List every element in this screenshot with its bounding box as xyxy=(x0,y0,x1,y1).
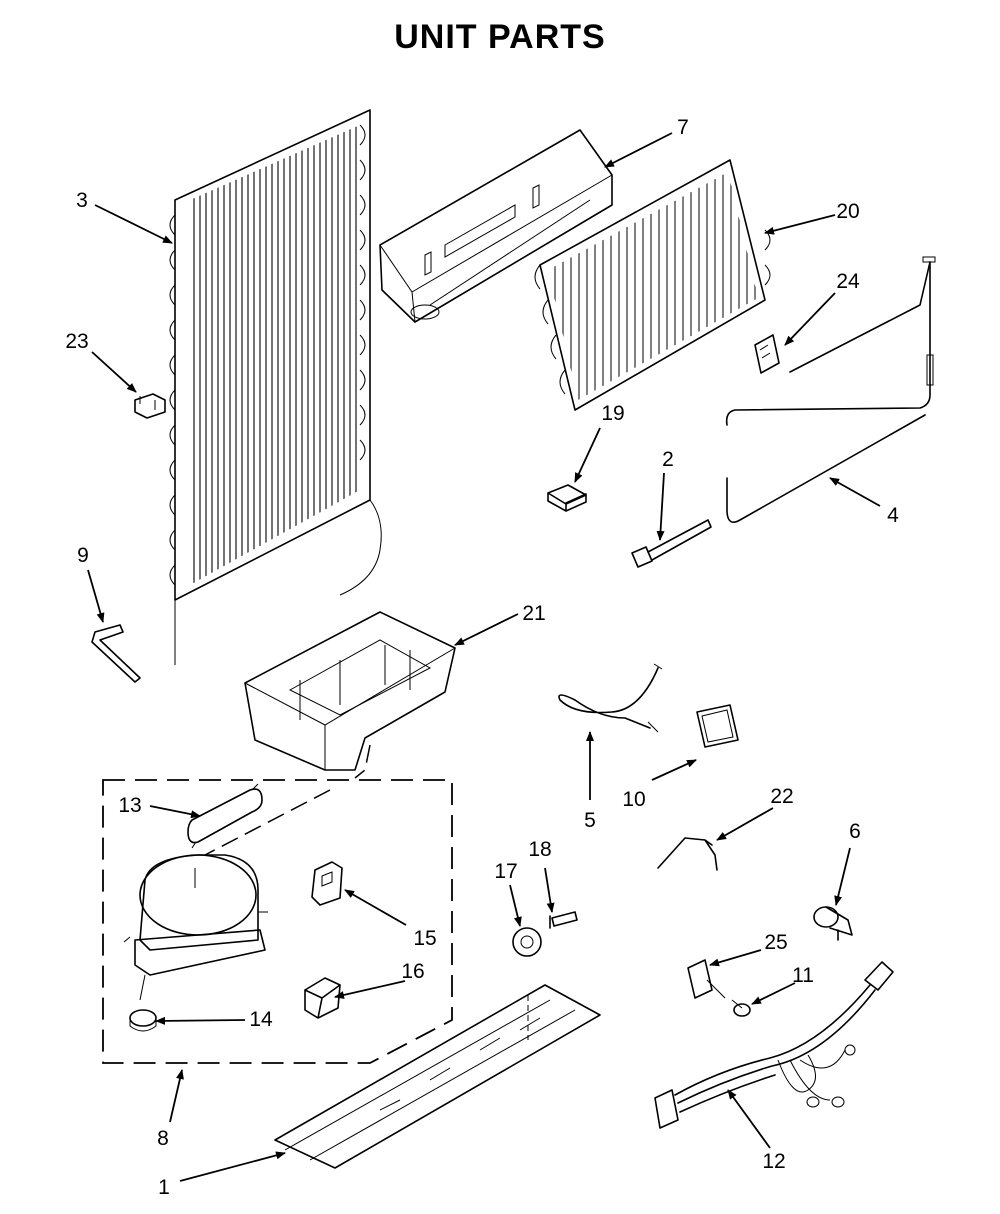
start-device xyxy=(304,977,341,1019)
pad xyxy=(696,704,739,748)
callout-19: 19 xyxy=(601,402,624,425)
wire-clip xyxy=(657,837,718,871)
callout-15: 15 xyxy=(413,927,436,950)
clip xyxy=(134,393,166,419)
defrost-heater xyxy=(725,256,936,523)
callout-22: 22 xyxy=(770,785,793,808)
callout-18: 18 xyxy=(528,838,551,861)
filter-drier xyxy=(187,783,263,849)
callout-labels: 3 7 20 24 23 19 2 4 9 21 5 10 22 13 6 18… xyxy=(65,116,899,1199)
compressor-assembly-box xyxy=(102,744,453,1064)
callout-21: 21 xyxy=(522,602,545,625)
callout-7: 7 xyxy=(677,116,689,139)
condenser-coil xyxy=(169,109,382,665)
callout-25: 25 xyxy=(764,931,787,954)
callout-13: 13 xyxy=(118,794,141,817)
callout-3: 3 xyxy=(76,189,88,212)
callout-5: 5 xyxy=(584,809,596,832)
mounting-grommet xyxy=(512,927,542,957)
callout-9: 9 xyxy=(77,544,89,567)
drain-hose xyxy=(558,663,663,733)
compressor xyxy=(123,854,268,1001)
callout-2: 2 xyxy=(662,448,674,471)
compressor-base-plate xyxy=(274,984,601,1169)
callout-6: 6 xyxy=(849,820,861,843)
wire-harness xyxy=(654,961,894,1129)
thermistor xyxy=(631,519,712,568)
callout-4: 4 xyxy=(887,504,899,527)
callout-14: 14 xyxy=(249,1008,273,1031)
foam-block xyxy=(547,484,587,512)
solenoid-valve xyxy=(813,906,853,941)
evaporator-cover xyxy=(379,129,613,323)
process-tube xyxy=(91,624,141,683)
overload-relay xyxy=(311,861,343,906)
callout-1: 1 xyxy=(158,1176,170,1199)
callout-12: 12 xyxy=(762,1150,785,1173)
callout-16: 16 xyxy=(401,960,424,983)
callout-11: 11 xyxy=(792,964,814,987)
drain-pan xyxy=(244,611,456,771)
callout-10: 10 xyxy=(622,788,645,811)
grommet xyxy=(129,1009,157,1032)
mounting-bolt xyxy=(549,911,578,929)
ground-bracket xyxy=(687,959,726,999)
callout-23: 23 xyxy=(65,330,88,353)
callout-20: 20 xyxy=(836,200,859,223)
callout-17: 17 xyxy=(494,860,517,883)
evaporator-coil xyxy=(534,159,771,411)
callout-24: 24 xyxy=(836,270,860,293)
defrost-heater-bracket xyxy=(754,334,780,374)
callout-8: 8 xyxy=(157,1127,169,1150)
leader-lines xyxy=(87,132,881,1182)
screw xyxy=(731,999,751,1017)
page-title: UNIT PARTS xyxy=(394,18,606,56)
